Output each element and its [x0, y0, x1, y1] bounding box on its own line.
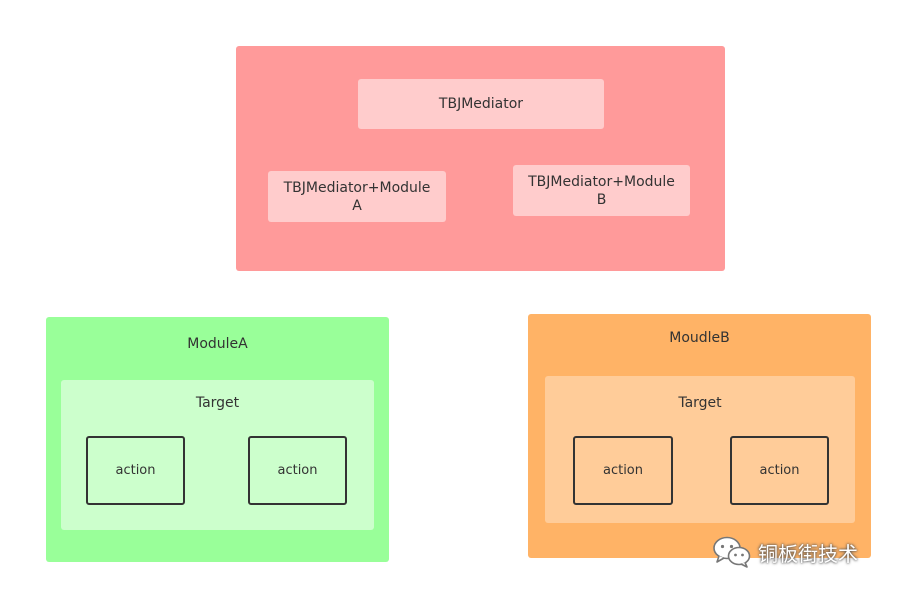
mediator-core-box: TBJMediator — [358, 79, 604, 129]
watermark: 铜板街技术 — [712, 532, 858, 572]
module-b-target-label: Target — [678, 395, 722, 411]
module-b-title: MoudleB — [669, 330, 730, 346]
module-a-action-2: action — [248, 436, 347, 505]
mediator-module-b-label-line2: B — [596, 191, 607, 208]
module-b-action-2: action — [730, 436, 829, 505]
module-a-title: ModuleA — [187, 336, 248, 352]
mediator-module-a-box: TBJMediator+Module A — [268, 171, 446, 222]
mediator-module-b-box: TBJMediator+Module B — [513, 165, 690, 216]
mediator-module-a-label-line2: A — [352, 197, 362, 214]
mediator-core-label: TBJMediator — [438, 96, 524, 112]
watermark-text: 铜板街技术 — [758, 541, 858, 566]
module-b-action-1: action — [573, 436, 673, 505]
mediator-module-a-label-line1: TBJMediator+Module — [283, 179, 431, 196]
mediator-module-b-label-line1: TBJMediator+Module — [528, 173, 675, 190]
module-a-target-label: Target — [195, 395, 240, 411]
wechat-icon — [713, 536, 751, 568]
module-a-action-1: action — [86, 436, 185, 505]
